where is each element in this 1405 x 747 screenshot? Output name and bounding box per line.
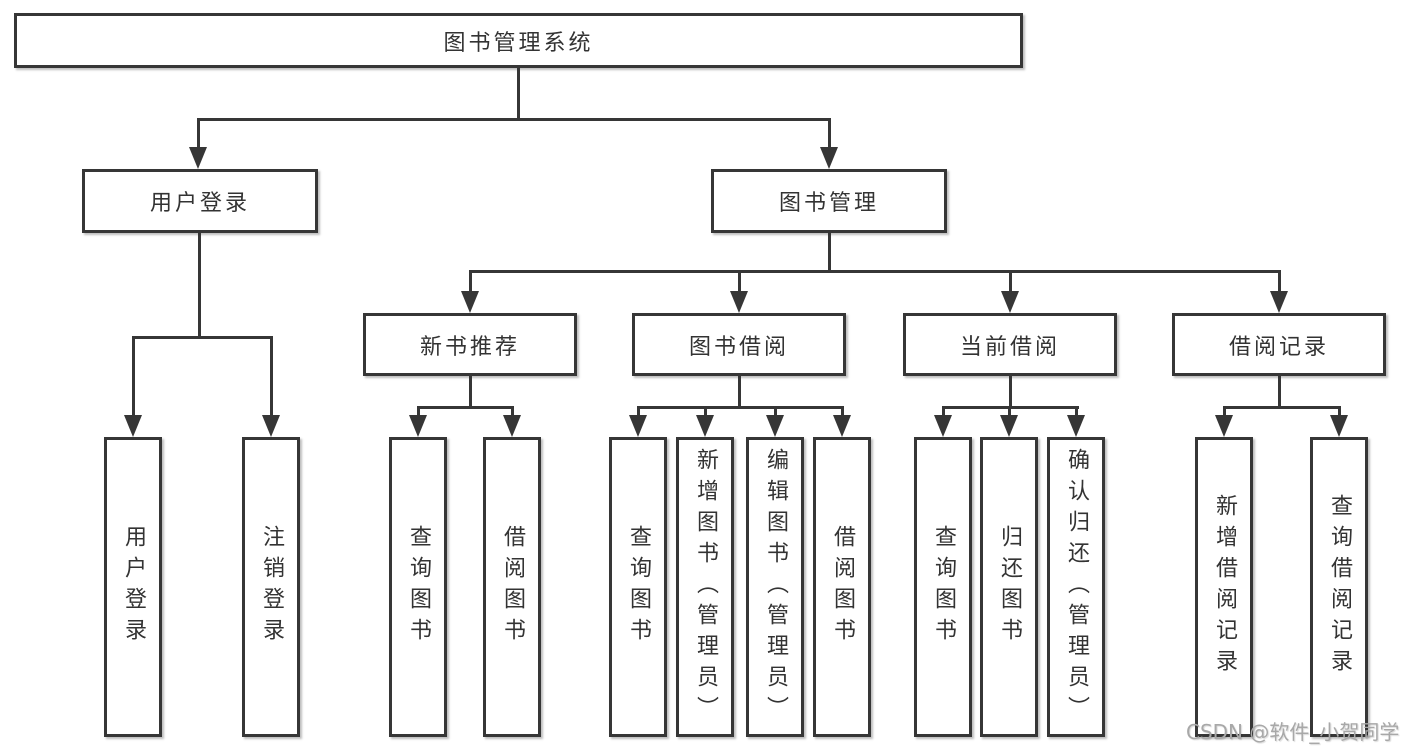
leaf-edit-book-admin-label: 编辑图书（管理员） [763, 447, 788, 727]
leaf-user-login-label: 用户登录 [121, 525, 146, 649]
connector-arrow-leaf [1330, 415, 1348, 437]
connector-user-login-trunk [198, 233, 201, 336]
leaf-borrow-books-recommend-label: 借阅图书 [500, 525, 525, 649]
connector-user-login-branch [132, 336, 273, 339]
connector-arrow-leaf [766, 415, 784, 437]
node-current-borrow: 当前借阅 [903, 313, 1117, 376]
connector-stub-current-borrow [1009, 270, 1012, 293]
node-user-login-label: 用户登录 [149, 191, 250, 216]
node-borrow-records: 借阅记录 [1172, 313, 1386, 376]
connector-arrow-leaf-login [124, 415, 142, 437]
node-current-borrow-label: 当前借阅 [959, 334, 1060, 360]
connector-stub-leaf [511, 406, 514, 417]
connector-arrow-leaf [934, 415, 952, 437]
connector-stub-leaf [1008, 406, 1011, 417]
leaf-logout-label: 注销登录 [259, 525, 284, 649]
leaf-query-books-borrow: 查询图书 [609, 437, 667, 737]
connector-book-borrow-branch [637, 406, 844, 409]
connector-stub-leaf [1338, 406, 1341, 417]
connector-stub-leaf [1223, 406, 1226, 417]
node-root: 图书管理系统 [14, 13, 1023, 68]
connector-arrow-new-book [461, 291, 479, 313]
connector-new-book-trunk [469, 376, 472, 406]
connector-root-branch [197, 118, 830, 121]
connector-stub-leaf [704, 406, 707, 417]
connector-arrow-current-borrow [1001, 291, 1019, 313]
leaf-query-books-recommend: 查询图书 [389, 437, 447, 737]
node-book-management: 图书管理 [711, 169, 947, 233]
leaf-query-borrow-record-label: 查询借阅记录 [1327, 494, 1352, 680]
leaf-logout: 注销登录 [242, 437, 300, 737]
leaf-borrow-books: 借阅图书 [813, 437, 871, 737]
leaf-query-borrow-record: 查询借阅记录 [1310, 437, 1368, 737]
leaf-add-book-admin-label: 新增图书（管理员） [693, 447, 718, 727]
connector-stub-new-book [469, 270, 472, 293]
leaf-query-books-borrow-label: 查询图书 [626, 525, 651, 649]
connector-book-borrow-trunk [738, 376, 741, 406]
node-new-book-recommend: 新书推荐 [363, 313, 577, 376]
node-user-login: 用户登录 [82, 169, 318, 233]
connector-root-trunk [517, 68, 520, 118]
connector-new-book-branch [417, 406, 514, 409]
node-new-book-recommend-label: 新书推荐 [419, 334, 520, 360]
leaf-add-borrow-record: 新增借阅记录 [1195, 437, 1253, 737]
node-book-management-label: 图书管理 [778, 191, 879, 216]
node-book-borrow: 图书借阅 [632, 313, 846, 376]
connector-stub-leaf-login [132, 336, 135, 417]
leaf-confirm-return-admin-label: 确认归还（管理员） [1064, 447, 1089, 727]
connector-arrow-leaf-logout [262, 415, 280, 437]
connector-arrow-leaf [629, 415, 647, 437]
connector-arrow-leaf [1000, 415, 1018, 437]
connector-arrow-leaf [696, 415, 714, 437]
leaf-query-books-current: 查询图书 [914, 437, 972, 737]
connector-stub-leaf [417, 406, 420, 417]
leaf-return-book-label: 归还图书 [997, 525, 1022, 649]
connector-borrow-records-trunk [1278, 376, 1281, 406]
connector-current-borrow-trunk [1009, 376, 1012, 406]
connector-stub-leaf-logout [270, 336, 273, 417]
leaf-confirm-return-admin: 确认归还（管理员） [1047, 437, 1105, 737]
connector-arrow-leaf [1215, 415, 1233, 437]
connector-stub-leaf [1075, 406, 1078, 417]
connector-stub-book-borrow [738, 270, 741, 293]
leaf-query-books-recommend-label: 查询图书 [406, 525, 431, 649]
leaf-borrow-books-label: 借阅图书 [830, 525, 855, 649]
connector-stub-leaf [774, 406, 777, 417]
connector-arrow-leaf [1067, 415, 1085, 437]
connector-arrow-leaf [833, 415, 851, 437]
connector-arrow-user-login [189, 147, 207, 169]
leaf-query-books-current-label: 查询图书 [931, 525, 956, 649]
leaf-return-book: 归还图书 [980, 437, 1038, 737]
connector-stub-book-mgmt [828, 118, 831, 149]
connector-stub-leaf [637, 406, 640, 417]
leaf-borrow-books-recommend: 借阅图书 [483, 437, 541, 737]
node-book-borrow-label: 图书借阅 [688, 334, 789, 360]
connector-arrow-leaf [409, 415, 427, 437]
leaf-add-book-admin: 新增图书（管理员） [676, 437, 734, 737]
leaf-add-borrow-record-label: 新增借阅记录 [1212, 494, 1237, 680]
connector-arrow-borrow-records [1270, 291, 1288, 313]
node-root-label: 图书管理系统 [443, 30, 594, 56]
leaf-edit-book-admin: 编辑图书（管理员） [746, 437, 804, 737]
connector-book-mgmt-trunk [828, 233, 831, 270]
connector-arrow-leaf [503, 415, 521, 437]
leaf-user-login: 用户登录 [104, 437, 162, 737]
connector-stub-user-login [197, 118, 200, 149]
connector-arrow-book-borrow [730, 291, 748, 313]
node-borrow-records-label: 借阅记录 [1228, 334, 1329, 360]
connector-stub-leaf [841, 406, 844, 417]
connector-borrow-records-branch [1223, 406, 1341, 409]
connector-arrow-book-mgmt [820, 147, 838, 169]
connector-stub-borrow-records [1278, 270, 1281, 293]
connector-book-mgmt-branch [469, 270, 1281, 273]
connector-stub-leaf [942, 406, 945, 417]
csdn-watermark: CSDN @软件_小贺同学 [1186, 720, 1400, 744]
